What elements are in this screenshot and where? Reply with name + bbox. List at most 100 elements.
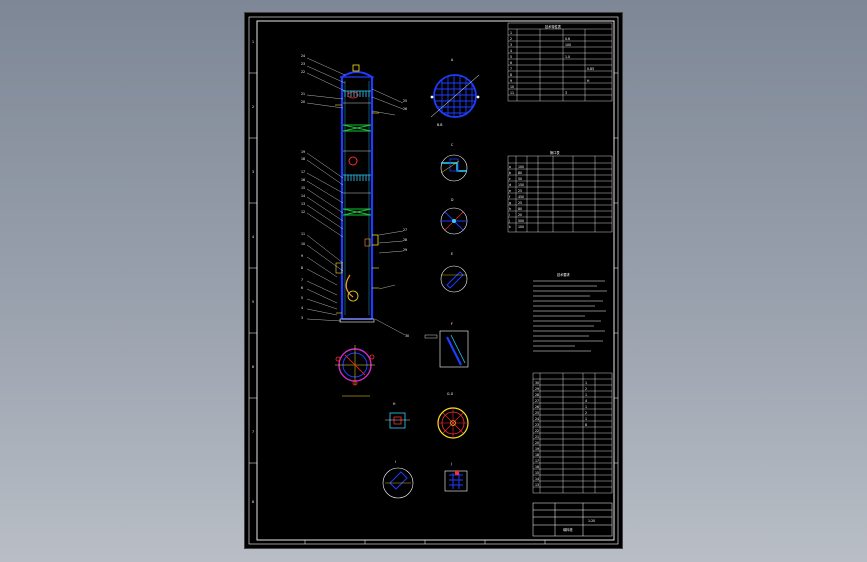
- svg-text:23: 23: [301, 62, 305, 66]
- svg-text:技术要求: 技术要求: [557, 272, 571, 277]
- detail-h: H: [385, 402, 410, 429]
- design-data-table: [507, 22, 613, 102]
- svg-text:1: 1: [585, 393, 587, 397]
- detail-a-grid-plate: A B-B: [430, 58, 480, 127]
- leader-lines-left: [306, 57, 346, 322]
- svg-text:3: 3: [252, 170, 254, 174]
- svg-text:5: 5: [301, 296, 303, 300]
- manhole-lower: [347, 290, 359, 302]
- svg-text:17: 17: [301, 170, 305, 174]
- column-vessel: [335, 64, 379, 323]
- svg-text:15: 15: [535, 471, 539, 475]
- svg-text:I: I: [395, 460, 396, 464]
- svg-text:C: C: [451, 143, 454, 147]
- svg-text:150: 150: [518, 183, 524, 187]
- svg-text:11: 11: [301, 232, 305, 236]
- svg-text:22: 22: [535, 429, 539, 433]
- svg-text:1.0: 1.0: [565, 55, 570, 59]
- svg-text:B-B: B-B: [437, 123, 442, 127]
- svg-text:19: 19: [535, 447, 539, 451]
- detail-e: E: [440, 252, 468, 293]
- svg-text:29: 29: [535, 387, 539, 391]
- svg-text:25: 25: [518, 201, 522, 205]
- svg-text:k: k: [509, 225, 511, 229]
- svg-text:28: 28: [403, 238, 407, 242]
- svg-text:6: 6: [510, 61, 512, 65]
- svg-text:技术特性表: 技术特性表: [545, 24, 562, 29]
- detail-i: I: [382, 460, 414, 499]
- svg-text:2: 2: [510, 37, 512, 41]
- svg-text:d: d: [509, 183, 511, 187]
- svg-text:1: 1: [252, 40, 254, 44]
- svg-text:6: 6: [301, 286, 303, 290]
- svg-text:21: 21: [301, 92, 305, 96]
- svg-text:6: 6: [252, 365, 254, 369]
- skirt-base: [339, 318, 375, 323]
- svg-text:14: 14: [535, 477, 539, 481]
- detail-d: D: [440, 198, 468, 235]
- svg-text:A: A: [451, 58, 454, 62]
- detail-f: F: [424, 322, 469, 368]
- svg-text:9: 9: [510, 79, 512, 83]
- svg-text:28: 28: [535, 393, 539, 397]
- title-block-text: 填料塔 1:20: [563, 519, 595, 532]
- svg-text:7: 7: [510, 67, 512, 71]
- svg-text:23: 23: [535, 423, 539, 427]
- svg-text:3: 3: [301, 316, 303, 320]
- svg-text:2: 2: [252, 105, 254, 109]
- svg-text:F: F: [451, 322, 453, 326]
- svg-text:27: 27: [535, 399, 539, 403]
- svg-text:H: H: [393, 402, 396, 406]
- inlet-pipe: [345, 274, 354, 298]
- detail-j: J: [444, 462, 468, 492]
- svg-text:20: 20: [301, 100, 305, 104]
- svg-text:15: 15: [301, 186, 305, 190]
- svg-text:1: 1: [585, 405, 587, 409]
- plan-view-base: [335, 345, 375, 397]
- svg-text:18: 18: [535, 453, 539, 457]
- parts-list: [532, 372, 613, 494]
- svg-text:16: 16: [535, 465, 539, 469]
- svg-text:24: 24: [535, 417, 539, 421]
- svg-text:10: 10: [301, 242, 305, 246]
- level-gauge: [335, 262, 343, 274]
- svg-text:450: 450: [518, 195, 524, 199]
- svg-text:5: 5: [252, 300, 254, 304]
- svg-text:h: h: [509, 207, 511, 211]
- svg-text:21: 21: [535, 435, 539, 439]
- svg-text:22: 22: [301, 70, 305, 74]
- svg-text:i: i: [509, 213, 510, 217]
- svg-text:100: 100: [518, 225, 524, 229]
- packing-bed-1: [342, 124, 372, 132]
- svg-text:2: 2: [585, 411, 587, 415]
- svg-text:80: 80: [518, 207, 522, 211]
- svg-text:50: 50: [518, 177, 522, 181]
- svg-text:4: 4: [301, 306, 303, 310]
- svg-text:13: 13: [535, 483, 539, 487]
- middle-distributor: [343, 174, 371, 181]
- svg-text:j: j: [508, 219, 510, 223]
- svg-text:3: 3: [565, 91, 567, 95]
- svg-text:c: c: [509, 177, 511, 181]
- svg-text:7: 7: [252, 430, 254, 434]
- svg-text:8: 8: [510, 73, 512, 77]
- svg-text:20: 20: [535, 441, 539, 445]
- svg-text:25: 25: [518, 189, 522, 193]
- svg-text:0.6: 0.6: [565, 37, 570, 41]
- svg-text:20: 20: [518, 213, 522, 217]
- svg-text:12: 12: [301, 210, 305, 214]
- svg-text:7: 7: [301, 278, 303, 282]
- side-nozzle-1: [372, 234, 379, 246]
- svg-text:80: 80: [518, 171, 522, 175]
- svg-text:3: 3: [510, 43, 512, 47]
- svg-text:14: 14: [301, 194, 305, 198]
- top-vent-nozzle: [352, 64, 360, 72]
- svg-text:4: 4: [252, 235, 254, 239]
- outer-border: [248, 16, 619, 545]
- svg-text:e: e: [509, 189, 511, 193]
- svg-text:a: a: [509, 165, 511, 169]
